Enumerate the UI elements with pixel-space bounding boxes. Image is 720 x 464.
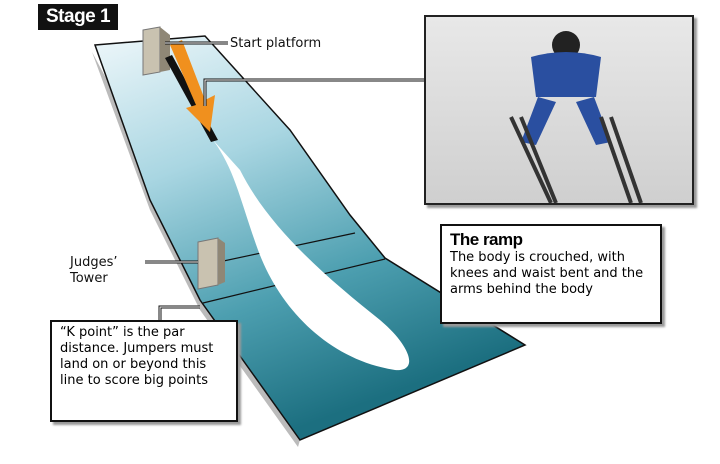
ramp-title: The ramp [450,230,523,249]
landing-track [213,140,410,371]
skier-figure [509,31,643,204]
stage-label: Stage 1 [38,4,119,30]
judges-tower-icon [197,237,225,290]
k-leader [158,305,200,320]
start-platform-icon [142,26,170,76]
ramp-description: The body is crouched, with knees and wai… [450,250,644,297]
k-point-info-box: “K point” is the par distance. Jumpers m… [50,320,238,422]
k-point-description: “K point” is the par distance. Jumpers m… [60,325,214,388]
skier-photo [424,15,694,205]
start-platform-label: Start platform [230,36,322,51]
ramp-info-box: The ramp The body is crouched, with knee… [440,224,662,324]
judges-tower-label: Judges’ Tower [70,255,118,286]
orange-arrow-icon [170,40,215,132]
